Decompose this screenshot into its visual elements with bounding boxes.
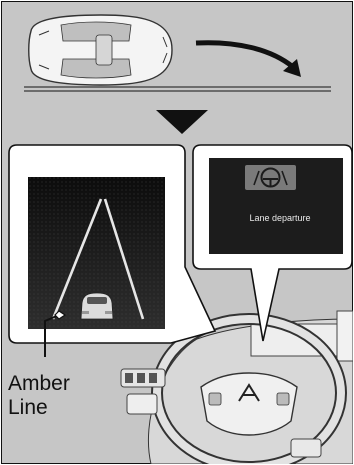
lane-keeping-icon <box>245 165 296 190</box>
amber-line-label-2: Line <box>8 397 48 419</box>
lane-departure-text: Lane departure <box>214 213 346 223</box>
amber-line-label-1: Amber <box>8 373 70 395</box>
car-top-view-icon <box>29 15 172 85</box>
car-rear-icon <box>81 293 113 319</box>
